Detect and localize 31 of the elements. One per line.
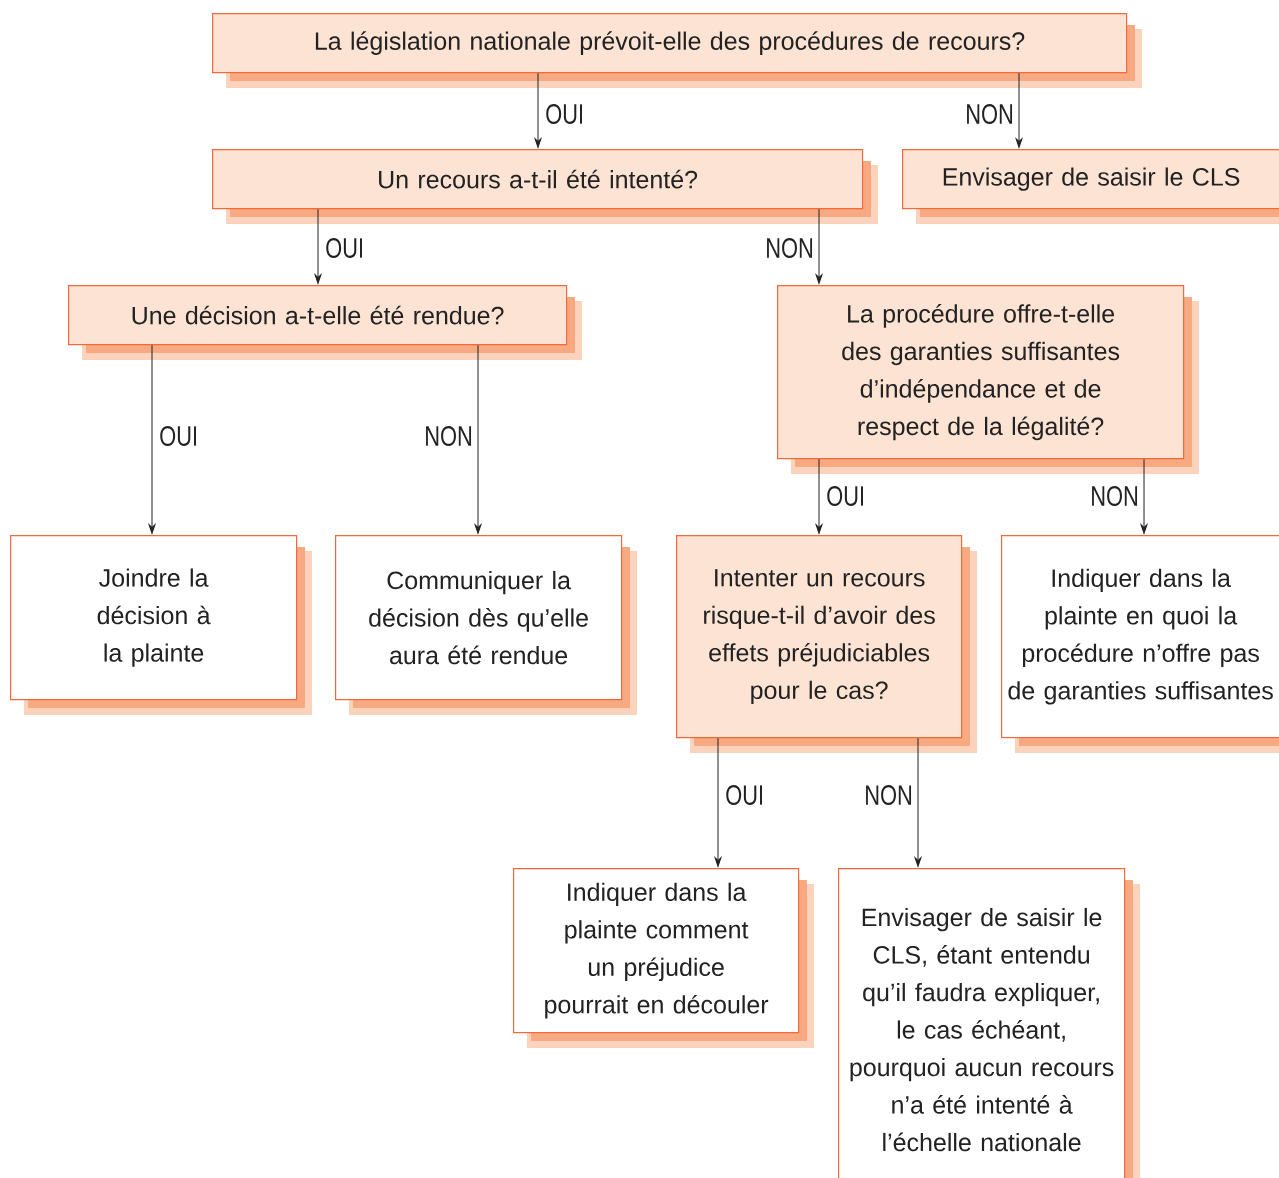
question-box: Un recours a-t-il été intenté? (212, 149, 878, 224)
question-box: Envisager de saisir le CLS (902, 149, 1279, 224)
arrow (474, 344, 482, 534)
action-box: Communiquer la décision dès qu’elle aura été rendue (335, 535, 637, 715)
edge-label: OUI (326, 238, 362, 258)
action-box: Indiquer dans la plainte comment un préjudice pourrait en découler (513, 868, 814, 1048)
action-box: Envisager de saisir le CLS, étant entendu qu’il faudra expliquer, le cas échéant, pourquoi aucun recours n’a été intenté à l’échelle nationale (838, 868, 1140, 1178)
edge-label: OUI (827, 486, 863, 506)
edge-label: NON (866, 785, 912, 805)
arrow (314, 208, 322, 284)
arrow (1140, 458, 1148, 534)
action-box: Indiquer dans la plainte en quoi la procédure n’offre pas de garanties suffisantes (1001, 535, 1279, 753)
edge-label: NON (426, 426, 471, 446)
question-box: La procédure offre-t-elle des garanties suffisantes d’indépendance et de respect de la légalité? (777, 285, 1199, 474)
edge-label: OUI (160, 426, 196, 446)
arrow (815, 208, 823, 284)
edge-label: NON (767, 238, 813, 258)
arrow (815, 458, 823, 534)
arrow (714, 737, 722, 867)
edge-label: NON (967, 104, 1013, 124)
edge-label: NON (1092, 486, 1138, 506)
arrow (1015, 72, 1023, 148)
arrow (534, 72, 542, 148)
question-box: Intenter un recours risque-t-il d’avoir des effets préjudiciables pour le cas? (676, 535, 977, 753)
arrow (914, 737, 922, 867)
arrow (148, 344, 156, 534)
question-box: La législation nationale prévoit-elle des procédures de recours? (212, 13, 1142, 88)
action-box: Joindre la décision à la plainte (10, 535, 312, 715)
question-box: Une décision a-t-elle été rendue? (68, 285, 582, 360)
edge-label: OUI (546, 104, 582, 124)
edge-label: OUI (726, 785, 762, 805)
